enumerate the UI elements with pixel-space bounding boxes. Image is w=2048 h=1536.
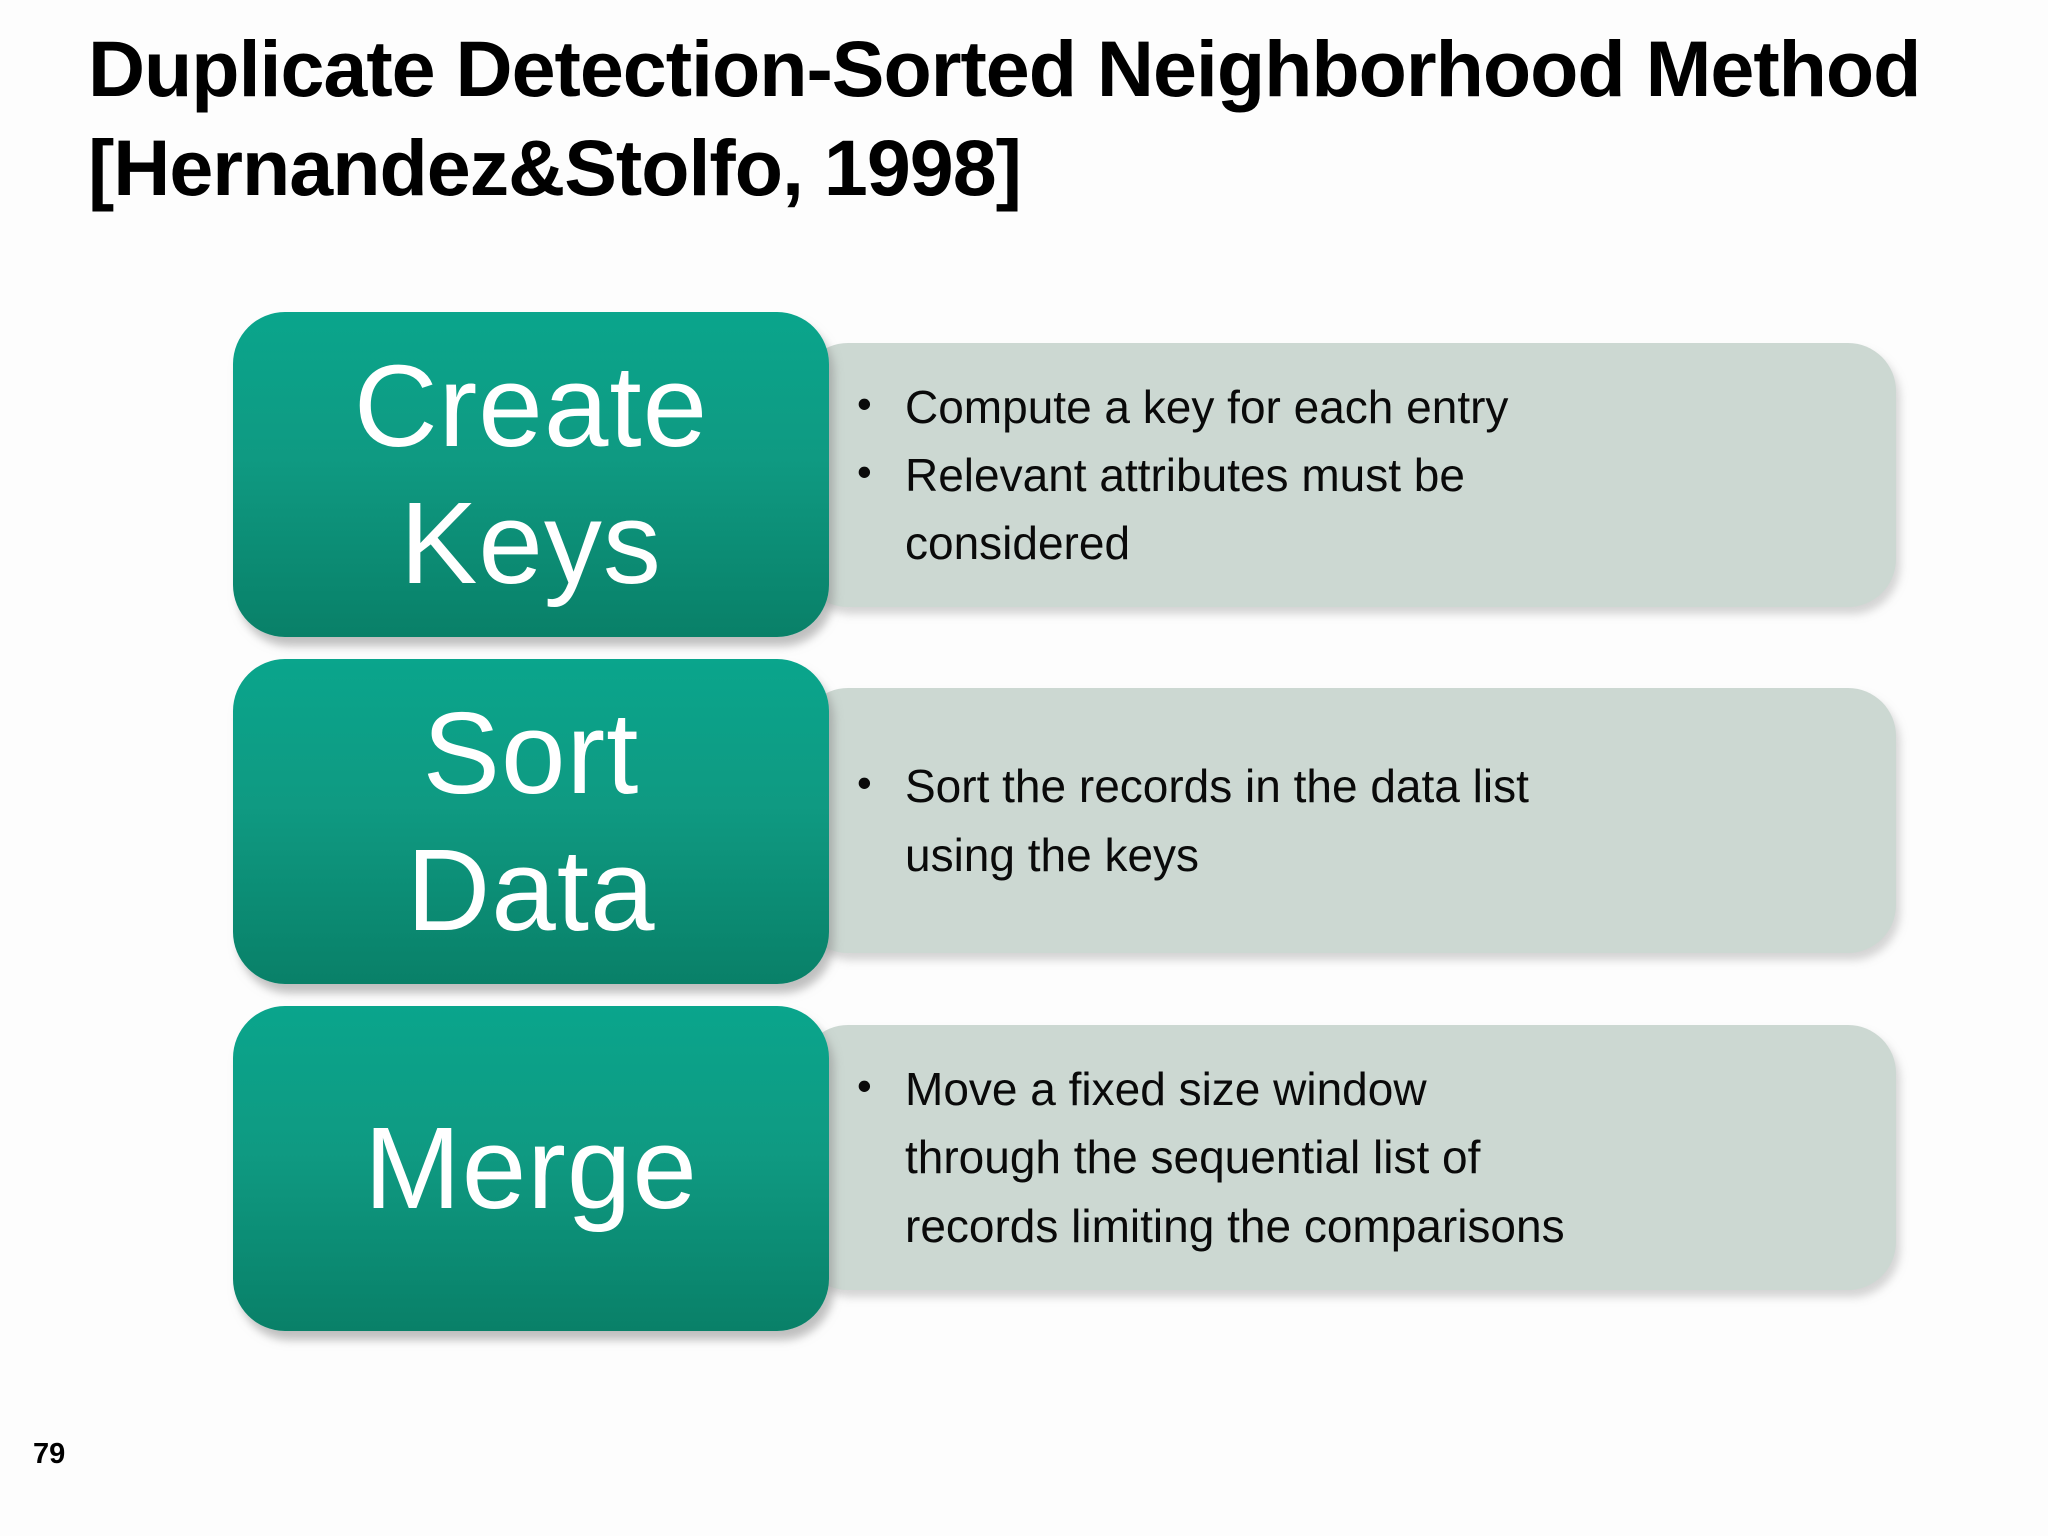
step-box-create-keys: Create Keys [233,312,829,637]
step-label-merge: Merge [364,1103,698,1234]
description-box-merge: Move a fixed size window through the seq… [800,1025,1896,1290]
step-label-create-keys: Create Keys [353,340,709,608]
bullet-list-create-keys: Compute a key for each entry Relevant at… [800,373,1548,577]
step-label-sort-data: Sort Data [406,687,656,955]
page-title: Duplicate Detection-Sorted Neighborhood … [88,24,1921,212]
description-box-sort-data: Sort the records in the data list using … [800,688,1896,953]
step-box-merge: Merge [233,1006,829,1331]
bullet-item: Move a fixed size window through the seq… [857,1055,1565,1259]
bullet-item: Relevant attributes must be considered [857,441,1508,577]
page-number: 79 [33,1438,66,1470]
bullet-item: Sort the records in the data list using … [857,752,1529,888]
bullet-list-merge: Move a fixed size window through the seq… [800,1055,1605,1259]
bullet-item: Compute a key for each entry [857,373,1508,441]
step-box-sort-data: Sort Data [233,659,829,984]
description-box-create-keys: Compute a key for each entry Relevant at… [800,343,1896,607]
bullet-list-sort-data: Sort the records in the data list using … [800,752,1569,888]
